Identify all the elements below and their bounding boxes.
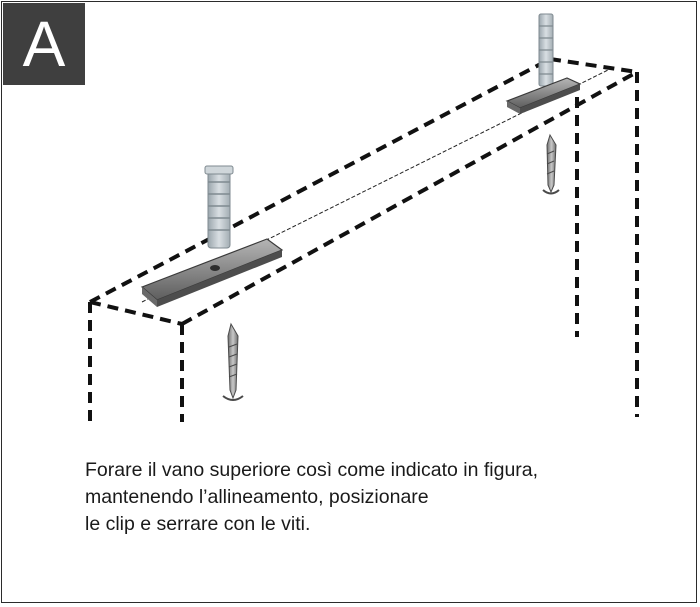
mounting-clip-right [505, 77, 582, 114]
instruction-text: Forare il vano superiore così come indic… [85, 457, 685, 538]
instruction-line: Forare il vano superiore così come indic… [85, 459, 539, 481]
instruction-line: mantenendo l’allineamento, posizionare [85, 486, 429, 508]
screw-left [222, 322, 244, 401]
step-label: A [3, 3, 85, 85]
wall-plug-right [538, 13, 554, 87]
cabinet-outline [88, 57, 639, 422]
instruction-line: le clip e serrare con le viti. [85, 513, 311, 535]
screw-right [542, 133, 560, 195]
mounting-clip-left [140, 238, 284, 307]
wall-plug-left [204, 165, 234, 249]
